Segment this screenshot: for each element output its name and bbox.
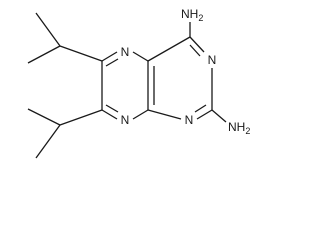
isopropyl-lower [27,108,103,159]
amino-group-top-label: NH2 [181,7,203,23]
bond-c7-n8 [101,109,118,120]
bond-c4a-c4 [147,36,191,62]
bond-n8-c8a [132,109,149,120]
bond-ch-me-left-lower [27,108,61,126]
pyrazine-ring [101,51,149,120]
bond-c2-n1-double [194,104,207,113]
bond-c6-ch [59,45,103,62]
bond-c2-nh2 [211,109,227,123]
bond-c4-n3-double [189,44,201,57]
atom-n8-label: N [121,113,130,127]
amino-group-right-label: NH2 [228,120,250,136]
bond-ch-me-down [35,124,61,159]
pteridine-structure-diagram: N N N N NH2 NH2 [27,7,250,159]
atom-n5-label: N [121,45,130,59]
amino-top-nh: NH [181,7,198,21]
bond-c7-ch [59,109,103,126]
atom-n1-label: N [185,113,194,127]
amino-right-nh: NH [228,120,245,134]
bond-ch-me-left [27,45,61,64]
bond-n5-c4a [132,51,149,62]
isopropyl-upper [27,12,103,64]
bond-c6-n5 [101,51,118,62]
amino-right-subscript: 2 [245,126,250,136]
bond-c4-n3 [189,36,205,53]
bond-c6-n5-double [105,58,119,67]
bond-ch-me-up [35,12,61,47]
bond-n1-c8a [147,109,182,120]
pyrimidine-ring [147,36,213,120]
atom-n3-label: N [208,53,217,67]
bond-c7-n8-double [105,104,119,113]
bond-c2-n1 [196,109,213,120]
amino-top-subscript: 2 [198,13,203,23]
